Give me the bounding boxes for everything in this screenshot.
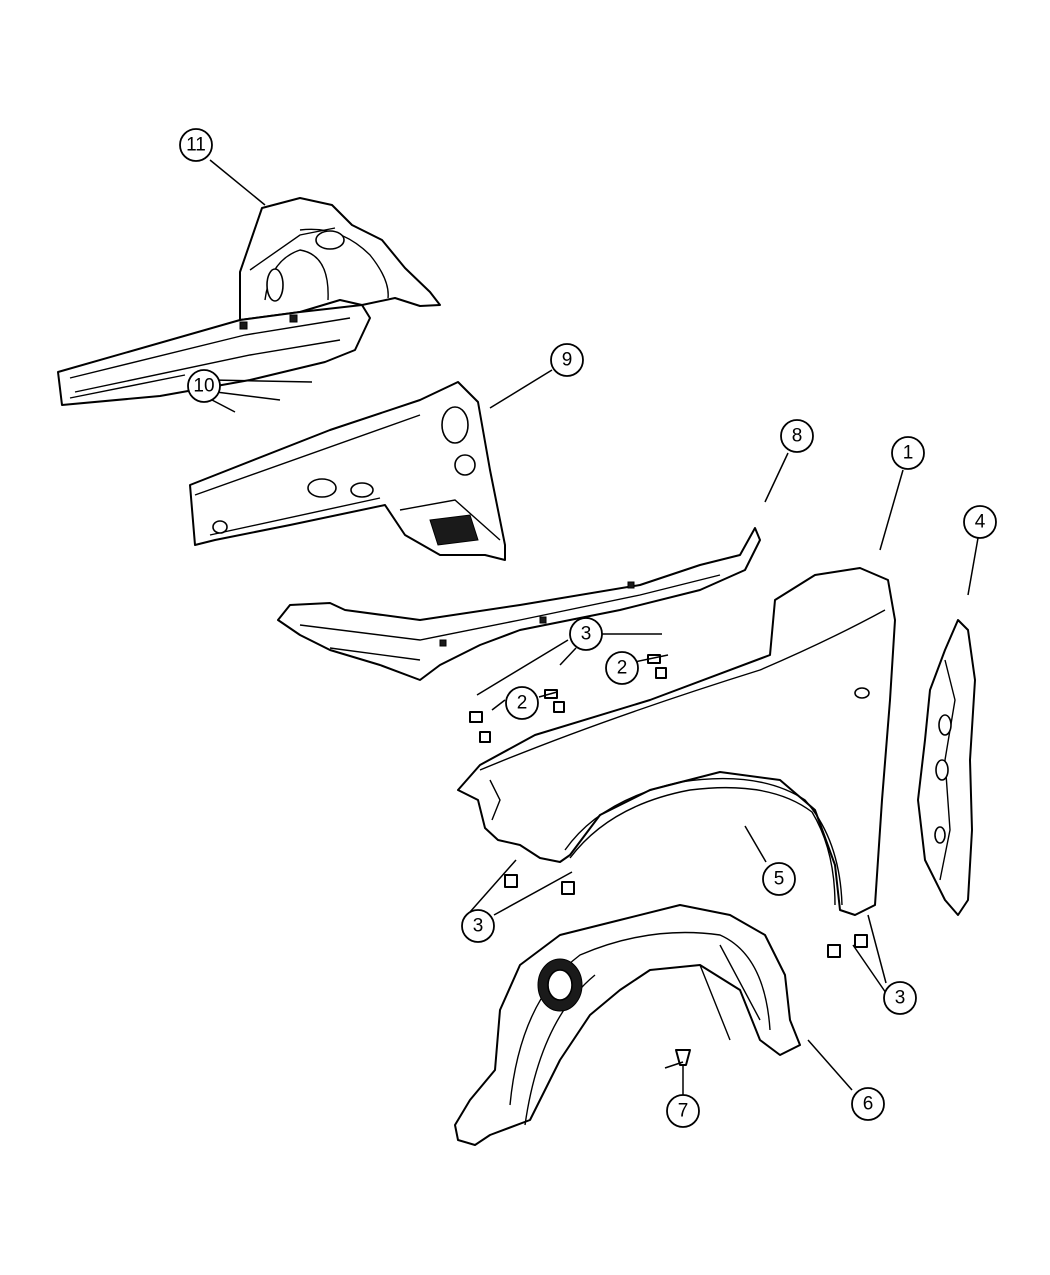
callout-label: 10 (193, 376, 214, 397)
callout-2-right: 2 (605, 651, 639, 685)
callout-label: 2 (617, 658, 628, 679)
callout-2-left: 2 (505, 686, 539, 720)
callout-label: 11 (186, 135, 206, 156)
callout-5: 5 (762, 862, 796, 896)
callout-label: 3 (581, 624, 592, 645)
callout-label: 8 (792, 426, 803, 447)
part-front-fender (457, 567, 896, 916)
callout-3-left: 3 (461, 909, 495, 943)
leader-lines (209, 159, 979, 1095)
callout-label: 4 (975, 512, 986, 533)
callout-label: 3 (895, 988, 906, 1009)
part-shock-tower (239, 197, 441, 321)
callout-label: 7 (678, 1101, 689, 1122)
callout-11: 11 (179, 128, 213, 162)
callout-4: 4 (963, 505, 997, 539)
callout-6: 6 (851, 1087, 885, 1121)
part-cowl-extension (277, 527, 761, 681)
callout-label: 2 (517, 693, 528, 714)
callout-label: 3 (473, 916, 484, 937)
callout-8: 8 (780, 419, 814, 453)
callout-label: 1 (903, 443, 914, 464)
part-seal (917, 619, 976, 916)
callout-3-right: 3 (883, 981, 917, 1015)
callout-3-upper: 3 (569, 617, 603, 651)
callout-label: 6 (863, 1094, 874, 1115)
callout-1: 1 (891, 436, 925, 470)
part-wheelhouse-liner (454, 904, 801, 1146)
part-frame-rail (57, 304, 371, 406)
callout-10: 10 (187, 369, 221, 403)
callout-label: 9 (562, 350, 573, 371)
callout-label: 5 (774, 869, 785, 890)
callout-7: 7 (666, 1094, 700, 1128)
fasteners (469, 654, 868, 1069)
callout-9: 9 (550, 343, 584, 377)
part-apron-panel (189, 381, 506, 561)
